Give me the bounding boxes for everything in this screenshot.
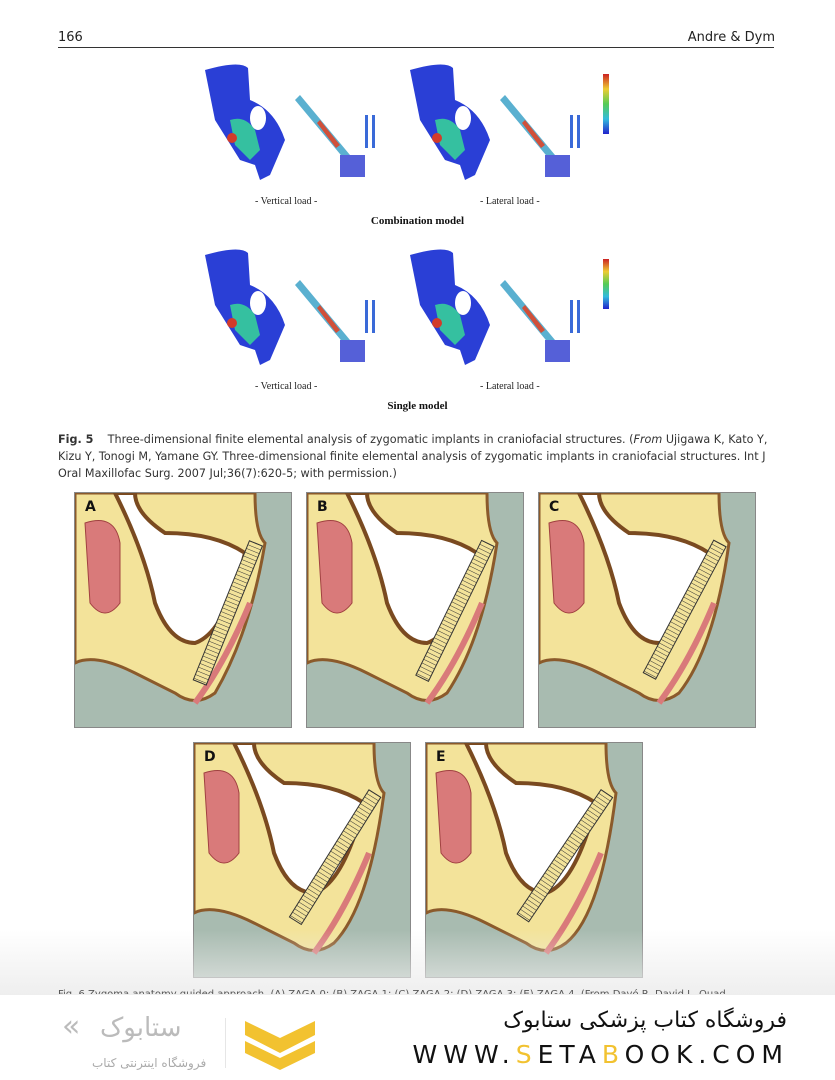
color-scale-legend [603, 259, 609, 309]
header-rule [58, 47, 774, 48]
panel-label: E [436, 749, 446, 765]
fea-image-vertical [200, 60, 400, 194]
zaga-illustration [539, 493, 731, 705]
store-url: WWW.SETABOOK.COM [412, 1040, 789, 1069]
zaga-illustration [194, 743, 386, 955]
panel-label: B [317, 499, 328, 515]
fig5-caption: Fig. 5 Three-dimensional finite elementa… [58, 433, 768, 480]
zaga-panel-a: A [74, 492, 292, 728]
fig5-caption-source: Ujigawa K, Kato Y, Kizu Y, Tonogi M, Yam… [58, 433, 768, 480]
vertical-load-label: - Vertical load - [255, 196, 318, 207]
store-name: فروشگاه کتاب پزشکی ستابوک [503, 1008, 787, 1033]
zaga-illustration [75, 493, 267, 705]
page-number: 166 [58, 30, 83, 45]
model-name: Combination model [370, 215, 465, 227]
lateral-load-label: - Lateral load - [480, 381, 540, 392]
logo-text: ستابوک [100, 1013, 182, 1043]
zaga-panel-c: C [538, 492, 756, 728]
logo-subtitle: فروشگاه اینترنتی کتاب [92, 1056, 207, 1070]
page-fade [0, 930, 835, 1000]
fea-model-image [205, 249, 375, 365]
color-scale-legend [603, 74, 609, 134]
lateral-load-label: - Lateral load - [480, 196, 540, 207]
setabook-banner [0, 995, 835, 1080]
fig6-caption: Fig. 6 Zygoma anatomy guided approach. (… [58, 988, 778, 994]
zaga-illustration [307, 493, 499, 705]
fea-image-vertical [200, 245, 400, 379]
setabook-logo [225, 1018, 315, 1070]
fea-model-image [205, 64, 375, 180]
panel-label: A [85, 499, 96, 515]
fea-model-image [410, 64, 580, 180]
running-title: Andre & Dym [687, 30, 775, 45]
fig5-caption-from: From [633, 433, 663, 446]
vertical-load-label: - Vertical load - [255, 381, 318, 392]
fig5-caption-text: Three-dimensional finite elemental analy… [107, 433, 626, 446]
fig5-caption-label: Fig. 5 [58, 433, 94, 446]
fea-model-image [410, 249, 580, 365]
zaga-panel-b: B [306, 492, 524, 728]
logo-chevron-icon: « [62, 1009, 81, 1044]
zaga-illustration [426, 743, 618, 955]
model-name: Single model [387, 400, 448, 412]
panel-label: C [549, 499, 560, 515]
fea-image-lateral [405, 60, 605, 194]
panel-label: D [204, 749, 216, 765]
fea-image-lateral [405, 245, 605, 379]
